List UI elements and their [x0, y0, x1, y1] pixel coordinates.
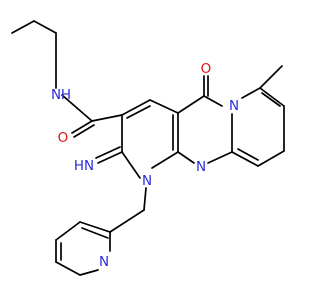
bond-layer [11, 20, 285, 276]
bond [237, 148, 259, 161]
atom-label-n-pyrido: N [229, 98, 239, 114]
bond [257, 150, 285, 167]
bond [97, 151, 123, 164]
atom-label-n1: N [142, 173, 152, 189]
bond [55, 261, 81, 276]
bond [11, 20, 35, 34]
bond [151, 151, 179, 169]
atom-label-nh-amide-h: H [61, 87, 71, 103]
bond [241, 87, 261, 99]
atom-label-n-pyrimidine: N [196, 159, 206, 175]
bond [149, 99, 179, 114]
bond [81, 227, 109, 239]
bond [121, 151, 141, 179]
bond [33, 20, 57, 34]
atom-label-nh-amide: N [51, 87, 61, 103]
bond [259, 65, 283, 89]
bond [95, 146, 121, 159]
bond [61, 94, 93, 122]
bond [55, 221, 81, 241]
bond [177, 151, 195, 164]
bond [126, 105, 151, 119]
bond [177, 95, 205, 114]
bond [259, 87, 285, 107]
bond [121, 99, 151, 116]
atom-label-imine: HN [74, 158, 94, 174]
amide-nh-label: N H [51, 87, 71, 103]
atom-label-o-amide: O [58, 130, 69, 146]
bond [79, 269, 99, 276]
bond [203, 95, 223, 107]
molecule-structure: N H O O N N N HN N [11, 20, 285, 276]
bond [73, 124, 95, 138]
bond [231, 151, 259, 167]
bond [91, 114, 123, 122]
atom-label-n-pyridine: N [99, 254, 109, 270]
bond [71, 120, 93, 134]
structure-canvas: N H O O N N N HN N [11, 20, 285, 276]
bond [143, 187, 147, 211]
label-layer: N H O O N N N HN N [51, 61, 239, 270]
bond [207, 151, 233, 164]
atom-label-o-ketone: O [201, 61, 212, 77]
bond [79, 221, 111, 233]
bond [261, 92, 281, 107]
bond [109, 209, 145, 233]
